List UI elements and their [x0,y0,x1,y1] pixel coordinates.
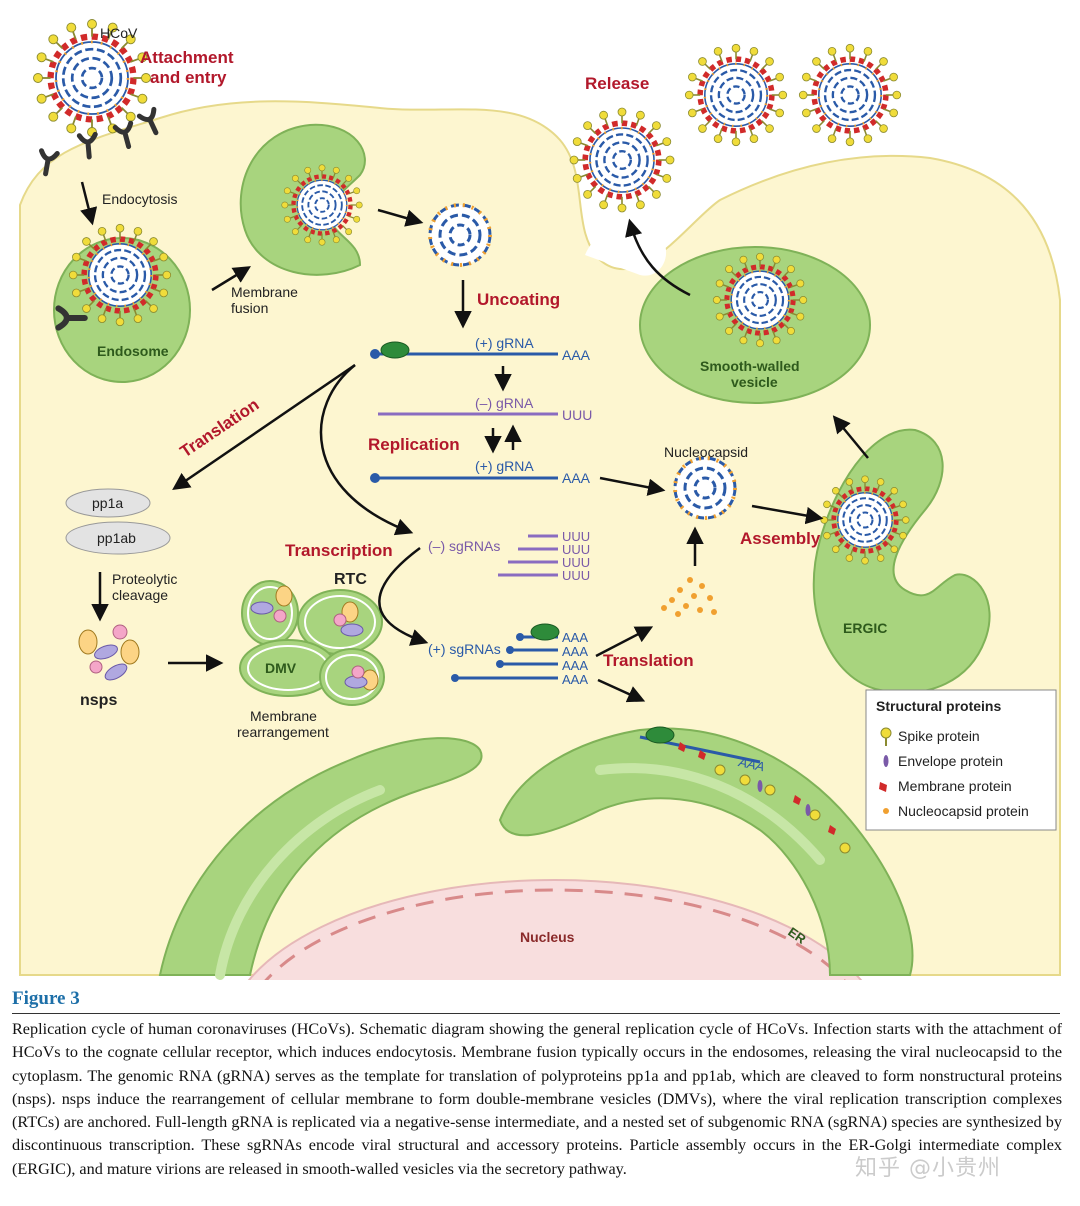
polyprotein-clouds [65,488,171,555]
label-proteolytic-2: cleavage [112,587,168,603]
label-transcription: Transcription [285,541,393,560]
caption-title: Figure 3 [12,988,80,1009]
label-plus-grna-2: (+) gRNA [475,458,534,474]
free-nucleocapsid-proteins [661,577,717,617]
legend-item-envelope: Envelope protein [898,753,1003,769]
label-aaa-2: AAA [562,470,591,486]
label-uuu-1: UUU [562,407,592,423]
label-smooth-walled-2: vesicle [731,374,778,390]
label-minus-grna: (–) gRNA [475,395,534,411]
label-plus-sgrnas: (+) sgRNAs [428,641,501,657]
label-proteolytic-1: Proteolytic [112,571,177,587]
er-bound-proteins [678,742,851,854]
label-nsps: nsps [80,692,117,709]
label-replication: Replication [368,435,460,454]
label-uuu-3: UUU [562,542,590,557]
label-uuu-4: UUU [562,555,590,570]
label-dmv: DMV [265,660,297,676]
label-aaa-1: AAA [562,347,591,363]
label-membrane-rearr-1: Membrane [250,708,317,724]
label-assembly: Assembly [740,529,821,548]
nsps-cluster [78,624,140,681]
label-aaa-6: AAA [562,672,588,687]
label-membrane-fusion-2: fusion [231,300,268,316]
watermark: 知乎 @小贵州 [855,1156,1001,1181]
arrows [80,181,869,703]
label-aaa-5: AAA [562,658,588,673]
label-pp1a: pp1a [92,495,123,511]
label-aaa-er: AAA [736,754,766,774]
label-uuu-5: UUU [562,568,590,583]
label-membrane-rearr-2: rearrangement [237,724,329,740]
label-hcov: HCoV [100,25,138,41]
caption-divider [12,1013,1060,1014]
label-translation-2: Translation [603,651,694,670]
rna-strands [370,341,761,764]
label-aaa-3: AAA [562,630,588,645]
label-uuu-2: UUU [562,529,590,544]
label-membrane-fusion-1: Membrane [231,284,298,300]
label-nucleus: Nucleus [520,929,575,945]
legend-title: Structural proteins [876,698,1001,714]
caption-text: Replication cycle of human coronaviruses… [12,1020,1062,1178]
label-aaa-4: AAA [562,644,588,659]
label-nucleocapsid: Nucleocapsid [664,444,748,460]
legend-item-membrane: Membrane protein [898,778,1012,794]
legend-item-nucleocapsid: Nucleocapsid protein [898,803,1029,819]
label-smooth-walled-1: Smooth-walled [700,358,800,374]
label-minus-sgrnas: (–) sgRNAs [428,538,500,554]
label-plus-grna: (+) gRNA [475,335,534,351]
label-uncoating: Uncoating [477,290,560,309]
nucleus [247,879,863,980]
label-endosome: Endosome [97,343,169,359]
label-release: Release [585,74,649,93]
label-rtc: RTC [334,571,367,588]
er-inner [215,763,825,980]
label-ergic: ERGIC [843,620,887,636]
legend: Structural proteins Spike protein Envelo… [865,689,1057,831]
label-endocytosis: Endocytosis [102,191,177,207]
release-notch [585,223,667,276]
label-entry: and entry [150,68,227,87]
label-attachment: Attachment [140,48,234,67]
label-pp1ab: pp1ab [97,530,136,546]
replication-cycle-diagram: HCoV Attachment and entry Endocytosis En… [19,0,1061,980]
legend-item-spike: Spike protein [898,728,980,744]
dmv-cluster [239,580,385,706]
